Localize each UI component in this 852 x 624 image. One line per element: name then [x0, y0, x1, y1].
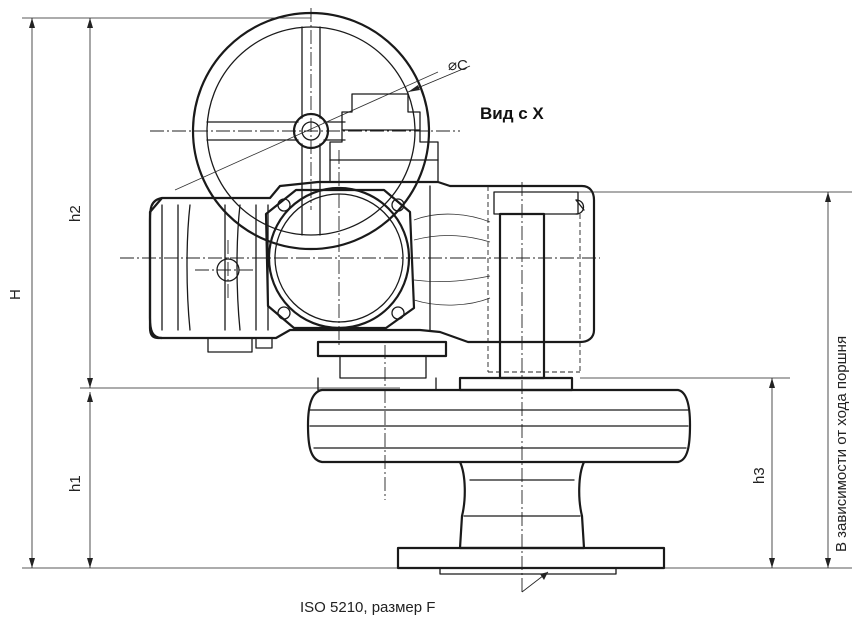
- dimensions: [22, 17, 852, 593]
- output-tube: [487, 186, 585, 380]
- dim-h3-label: h3: [751, 467, 768, 484]
- dim-h2-label: h2: [67, 205, 84, 222]
- dim-h1-label: h1: [67, 475, 84, 492]
- view-label: Вид с X: [480, 104, 544, 123]
- gearbox: [306, 388, 692, 575]
- stroke-note: В зависимости от хода поршня: [833, 336, 850, 552]
- flange-note: ISO 5210, размер F: [300, 599, 435, 616]
- centerlines: [120, 8, 600, 592]
- main-body: [148, 180, 596, 353]
- diameter-label: ⌀C: [448, 57, 468, 74]
- lower-coupling: [316, 340, 574, 392]
- dim-h-label: H: [7, 289, 24, 300]
- upper-housing: [329, 93, 439, 183]
